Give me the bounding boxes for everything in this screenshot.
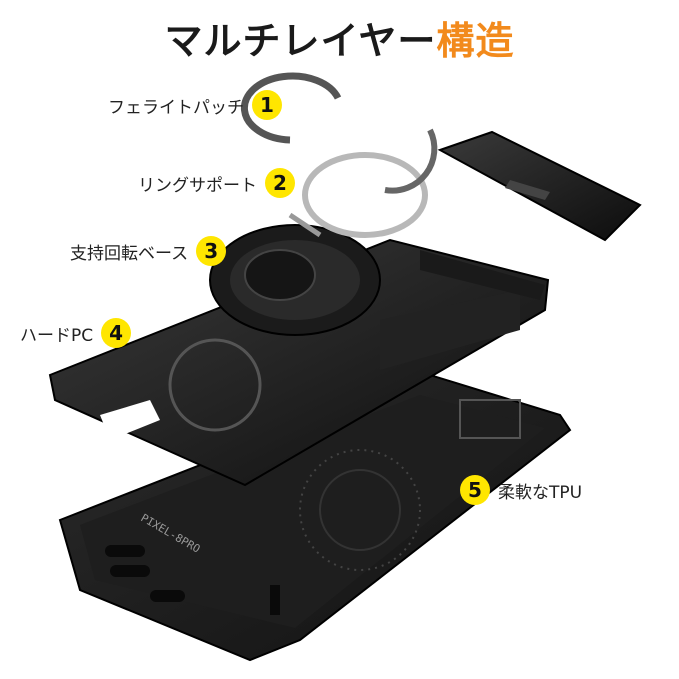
ring-support-layer <box>288 152 428 238</box>
layer-label-1: フェライトパッチ 1 <box>108 90 282 120</box>
title-accent: 構造 <box>436 19 515 63</box>
layer-3-badge: 3 <box>196 236 227 266</box>
layer-5-badge: 5 <box>460 475 490 505</box>
layer-1-badge: 1 <box>252 90 282 120</box>
layer-4-badge: 4 <box>101 318 132 348</box>
top-plate-layer <box>437 130 642 242</box>
layer-label-5: 5 柔軟なTPU <box>460 475 582 505</box>
title-main: マルチレイヤー <box>164 19 437 63</box>
layer-2-badge: 2 <box>265 168 295 198</box>
page-title: マルチレイヤー構造 <box>0 10 679 65</box>
hard-pc-layer <box>48 238 550 487</box>
layer-5-text: 柔軟なTPU <box>498 482 583 503</box>
layer-label-3: 支持回転ベース 3 <box>70 236 227 266</box>
tpu-case-layer: PIXEL-8PRO <box>58 373 572 662</box>
layer-2-text: リングサポート <box>138 175 257 196</box>
layer-1-text: フェライトパッチ <box>108 97 244 118</box>
ferrite-patch-layer <box>240 72 438 194</box>
layer-label-2: リングサポート 2 <box>138 168 295 198</box>
layer-label-4: ハードPC 4 <box>20 318 132 348</box>
layer-3-text: 支持回転ベース <box>70 243 189 264</box>
rotating-base-layer <box>209 224 381 336</box>
layer-4-text: ハードPC <box>20 325 94 346</box>
